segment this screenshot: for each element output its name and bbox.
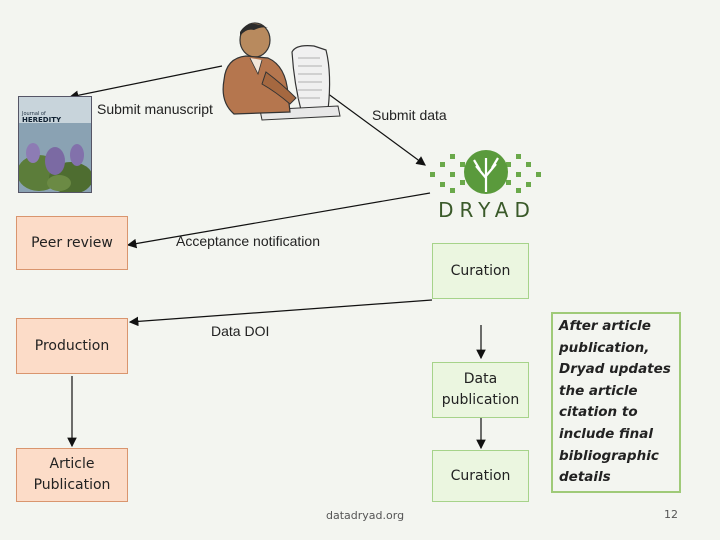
- arrow-person-to-journal: [68, 65, 223, 101]
- footer-site: datadryad.org: [326, 509, 405, 522]
- dryad-logo: DRYAD: [420, 148, 550, 222]
- person-at-computer-icon: [222, 22, 341, 121]
- peer-review-label: Peer review: [31, 234, 113, 251]
- data-publication-label: Data publication: [441, 371, 520, 408]
- journal-cover-title: HEREDITY: [22, 116, 62, 124]
- arrow-curation-to-production: [128, 299, 433, 327]
- journal-cover-line1: Journal of: [22, 111, 46, 117]
- publication-note-text: After article publication, Dryad updates…: [559, 318, 671, 486]
- curation-bottom-box: Curation: [432, 450, 529, 502]
- data-publication-box: Data publication: [432, 362, 529, 418]
- journal-cover-image: Journal of HEREDITY: [18, 96, 92, 193]
- peer-review-box: Peer review: [16, 216, 128, 270]
- article-publication-label: Article Publication: [33, 456, 111, 493]
- curation-bottom-label: Curation: [450, 467, 511, 484]
- article-publication-box: Article Publication: [16, 448, 128, 502]
- publication-note-box: After article publication, Dryad updates…: [551, 312, 681, 493]
- acceptance-notification-label: Acceptance notification: [176, 233, 320, 249]
- data-doi-label: Data DOI: [211, 323, 270, 339]
- production-label: Production: [34, 337, 110, 354]
- submit-manuscript-label: Submit manuscript: [97, 101, 213, 117]
- arrow-person-to-dryad: [311, 81, 426, 166]
- curation-top-box: Curation: [432, 243, 529, 299]
- dryad-tree-icon: [430, 150, 541, 194]
- arrow-dryad-to-peer-review: [126, 192, 431, 249]
- dryad-logo-text: DRYAD: [438, 198, 536, 222]
- submit-data-label: Submit data: [372, 107, 447, 123]
- production-box: Production: [16, 318, 128, 374]
- curation-top-label: Curation: [450, 262, 511, 279]
- page-number: 12: [664, 508, 678, 521]
